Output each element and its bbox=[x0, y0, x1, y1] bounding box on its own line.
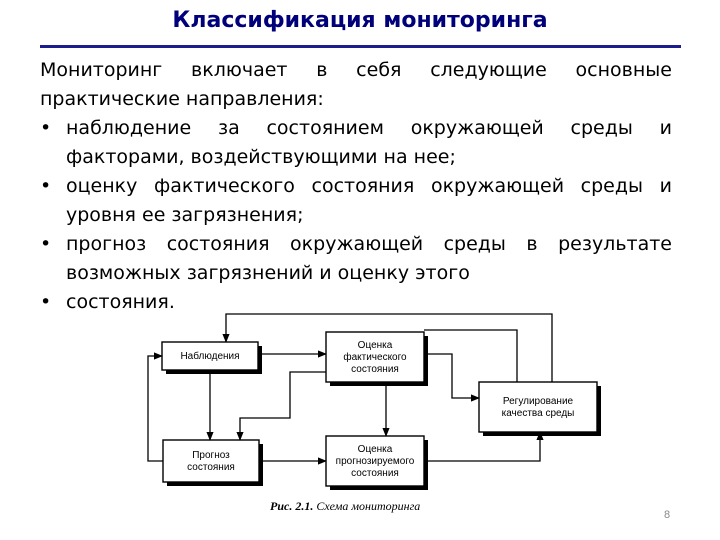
forecast-assessment-label-3: состояния bbox=[351, 468, 399, 479]
forecast-assessment-label-1: Оценка bbox=[358, 444, 393, 455]
bullet-item-state: состояния. bbox=[40, 288, 672, 317]
arrow-forecast-to-observation bbox=[147, 352, 163, 462]
actual-assessment-label-1: Оценка bbox=[358, 340, 393, 351]
observation-label: Наблюдения bbox=[180, 350, 239, 362]
actual-assessment-box bbox=[325, 331, 425, 383]
regulation-label-2: качества среды bbox=[502, 408, 575, 419]
arrow-top-return bbox=[424, 329, 518, 382]
figure-title: Схема мониторинга bbox=[316, 499, 421, 513]
arrow-regulation-to-observation bbox=[222, 313, 553, 382]
page-number: 8 bbox=[664, 509, 671, 521]
arrow-assessment-to-forecast bbox=[236, 371, 326, 441]
forecast-label-1: Прогноз bbox=[192, 450, 230, 461]
intro-text: Мониторинг включает в себя следующие осн… bbox=[40, 59, 672, 110]
title-underline bbox=[40, 45, 681, 48]
bullet-item-assessment: оценку фактического состояния окружающей… bbox=[40, 172, 672, 230]
connectors bbox=[147, 313, 553, 465]
figure-caption: Рис. 2.1. Схема мониторинга bbox=[270, 499, 420, 514]
forecast-box bbox=[162, 439, 260, 483]
regulation-box bbox=[478, 381, 598, 433]
forecast-assessment-label-2: прогнозируемого bbox=[336, 456, 415, 467]
slide-body: Мониторинг включает в себя следующие осн… bbox=[40, 56, 672, 317]
bullet-list: наблюдение за состоянием окружающей сред… bbox=[40, 114, 672, 317]
forecast-label-2: состояния bbox=[187, 462, 235, 473]
bullet-item-forecast: прогноз состояния окружающей среды в рез… bbox=[40, 230, 672, 288]
slide-title: Классификация мониторинга bbox=[172, 8, 548, 33]
actual-assessment-label-3: состояния bbox=[351, 364, 399, 375]
regulation-label-1: Регулирование bbox=[503, 396, 574, 407]
bullet-item-observation: наблюдение за состоянием окружающей сред… bbox=[40, 114, 672, 172]
actual-assessment-label-2: фактического bbox=[343, 351, 407, 363]
figure-number: Рис. 2.1. bbox=[270, 499, 314, 513]
arrow-forecast-assessment-to-regulation bbox=[424, 431, 544, 462]
arrow-assessment-to-regulation bbox=[424, 353, 480, 402]
